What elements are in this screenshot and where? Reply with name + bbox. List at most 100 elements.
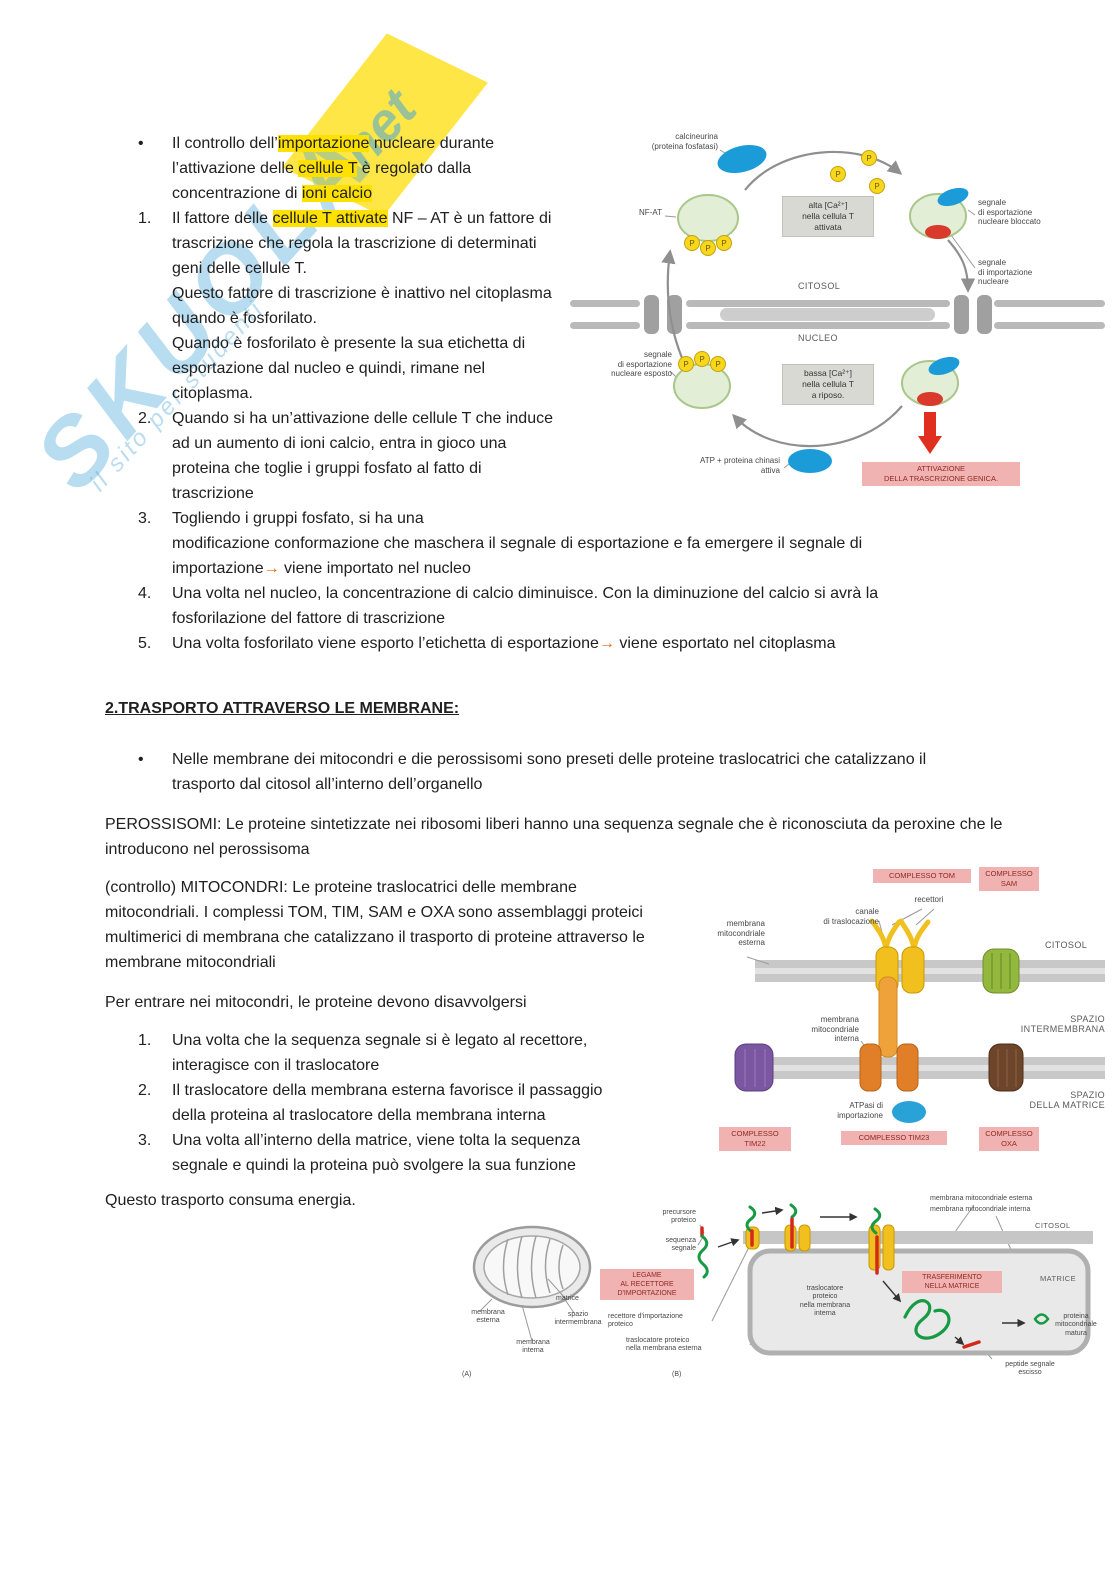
item-number: 3. — [138, 510, 152, 527]
highlighted-text: cellule T — [298, 160, 358, 177]
box-complesso-oxa: COMPLESSO OXA — [979, 1127, 1039, 1151]
phosphate-label: P — [705, 244, 710, 253]
label-membrana-esterna: membrana esterna — [471, 1309, 505, 1325]
label-membrana-interna: membrana mitocondriale interna — [811, 1015, 859, 1044]
nfat-cycle-figure: P P P P P P P P P — [570, 145, 1105, 473]
step-item-2: 2. Il traslocatore della membrana estern… — [138, 1078, 612, 1128]
text-segment: Una volta fosforilato viene esporto l’et… — [172, 635, 599, 652]
phosphate-label: P — [721, 239, 726, 248]
released-phosphates: P P P — [830, 150, 885, 194]
label-citosol: CITOSOL — [1045, 940, 1088, 950]
box-legame-recettore: LEGAME AL RECETTORE D'IMPORTAZIONE — [600, 1269, 694, 1301]
phosphate-label: P — [715, 360, 720, 369]
label-membrana-mitocondriale-interna: membrana mitocondriale interna — [930, 1206, 1031, 1213]
protein-import-figure — [472, 1203, 1093, 1360]
step-item-3: 3. Una volta all’interno della matrice, … — [138, 1128, 612, 1178]
cristae — [502, 1235, 564, 1299]
tim22-complex — [734, 1043, 774, 1092]
box-bassa-calcio: bassa [Ca²⁺] nella cellula T a riposo. — [782, 364, 874, 406]
complexes-figure — [734, 908, 1105, 1123]
protein-at-receptor — [745, 1205, 757, 1247]
phosphate-label: P — [866, 154, 871, 163]
label-traslocatore-interna: traslocatore proteico nella membrana int… — [799, 1285, 851, 1318]
numbered-item-5: 5. Una volta fosforilato viene esporto l… — [138, 631, 962, 656]
bullet-marker: • — [138, 135, 144, 152]
outer-membrane — [755, 960, 1105, 982]
nuclear-pore-left — [644, 295, 682, 334]
box-alta-calcio: alta [Ca²⁺] nella cellula T attivata — [782, 196, 874, 238]
item4-text: Una volta nel nucleo, la concentrazione … — [172, 585, 879, 627]
cleaved-signal-peptide — [962, 1340, 981, 1349]
item5-text: Una volta fosforilato viene esporto l’et… — [172, 631, 962, 656]
section2-bullet: • Nelle membrane dei mitocondri e die pe… — [138, 747, 982, 797]
precursor-protein — [697, 1226, 709, 1279]
text-segment: Questo fattore di trascrizione è inattiv… — [172, 285, 552, 327]
intro-bullet-text: Il controllo dell’importazione nucleare … — [172, 131, 564, 206]
label-canale-traslocazione: canale di traslocazione — [823, 907, 879, 926]
mitochondrion-section — [472, 1225, 592, 1309]
label-calcineurina: calcineurina (proteina fosfatasi) — [651, 132, 718, 151]
label-recettore-importazione: recettore d'importazione proteico — [608, 1313, 683, 1329]
item-number: 1. — [138, 1032, 152, 1049]
section1-list: • Il controllo dell’importazione nuclear… — [138, 131, 564, 506]
highlighted-text: ioni calcio — [301, 185, 373, 202]
section2-bullet-text: Nelle membrane dei mitocondri e die pero… — [172, 751, 927, 793]
tom-complex — [869, 918, 931, 994]
tim23-complex — [859, 976, 919, 1092]
text-segment: viene esportato nel citoplasma — [614, 635, 836, 652]
highlighted-text: importazione — [277, 135, 370, 152]
nuclear-pore-right — [954, 295, 992, 334]
sam-complex — [982, 948, 1020, 994]
protein-import-diagram: precursore proteico sequenza segnale LEG… — [450, 1195, 1110, 1410]
label-spazio-intermembrana: spazio intermembrana — [554, 1311, 602, 1327]
label-matrice: matrice — [556, 1295, 579, 1302]
phosphate-group: P P P — [684, 235, 732, 256]
label-citosol: CITOSOL — [798, 281, 841, 291]
numbered-item-2: 2. Quando si ha un’attivazione delle cel… — [138, 406, 564, 506]
text-segment: Il fattore delle — [172, 210, 273, 227]
box-complesso-tom: COMPLESSO TOM — [873, 869, 971, 883]
section2-heading: 2.TRASPORTO ATTRAVERSO LE MEMBRANE: — [105, 700, 460, 717]
item-number: 3. — [138, 1132, 152, 1149]
text-segment: viene importato nel nucleo — [279, 560, 471, 577]
item-number: 2. — [138, 1082, 152, 1099]
activation-arrow — [918, 412, 942, 454]
box-trasferimento-matrice: TRASFERIMENTO NELLA MATRICE — [902, 1271, 1002, 1294]
label-traslocatore-esterna: traslocatore proteico nella membrana est… — [626, 1337, 702, 1353]
energy-paragraph: Questo trasporto consuma energia. — [105, 1192, 356, 1209]
calcineurin-blob — [717, 145, 767, 173]
bullet-item: • Nelle membrane dei mitocondri e die pe… — [138, 747, 982, 797]
label-proteina-matura: proteina mitocondriale matura — [1055, 1313, 1097, 1337]
item-number: 1. — [138, 210, 152, 227]
phosphate-label: P — [835, 170, 840, 179]
label-peptide-escisso: peptide segnale escisso — [1005, 1361, 1055, 1377]
item-number: 2. — [138, 410, 152, 427]
oxa-complex — [988, 1043, 1024, 1092]
intro-bullet-item: • Il controllo dell’importazione nuclear… — [138, 131, 564, 206]
nfat-phosphorylated-blob: P P P — [677, 194, 739, 256]
label-panel-a: (A) — [462, 1371, 472, 1378]
label-spazio-intermembrana: SPAZIO INTERMEMBRANA — [1020, 1014, 1105, 1034]
nfat-export-exposed-blob: P P P — [673, 351, 731, 409]
item-number: 5. — [138, 635, 152, 652]
step-item-1: 1. Una volta che la sequenza segnale si … — [138, 1028, 612, 1078]
nfat-nuclear-blob — [901, 356, 960, 406]
mitochondria-steps-list: 1. Una volta che la sequenza segnale si … — [138, 1028, 612, 1178]
unfold-paragraph: Per entrare nei mitocondri, le proteine … — [105, 994, 527, 1011]
numbered-item-4: 4. Una volta nel nucleo, la concentrazio… — [138, 581, 962, 631]
protein-kinase-blob — [788, 449, 832, 473]
highlighted-text: cellule T attivate — [272, 210, 388, 227]
item-number: 4. — [138, 585, 152, 602]
label-membrana-esterna: membrana mitocondriale esterna — [717, 919, 765, 948]
cycle-arrows — [661, 150, 976, 448]
label-spazio-matrice: SPAZIO DELLA MATRICE — [1029, 1090, 1105, 1110]
mitochondrial-complexes-diagram: COMPLESSO TOM COMPLESSO SAM recettori ca… — [685, 865, 1105, 1170]
label-segnale-esportazione-bloccato: segnale di esportazione nucleare bloccat… — [978, 198, 1041, 227]
step1-text: Una volta che la sequenza segnale si è l… — [172, 1032, 588, 1074]
label-membrana-interna: membrana interna — [516, 1339, 550, 1355]
label-nucleo: NUCLEO — [798, 333, 838, 343]
item2-text: Quando si ha un’attivazione delle cellul… — [172, 410, 553, 502]
phosphate-label: P — [874, 182, 879, 191]
